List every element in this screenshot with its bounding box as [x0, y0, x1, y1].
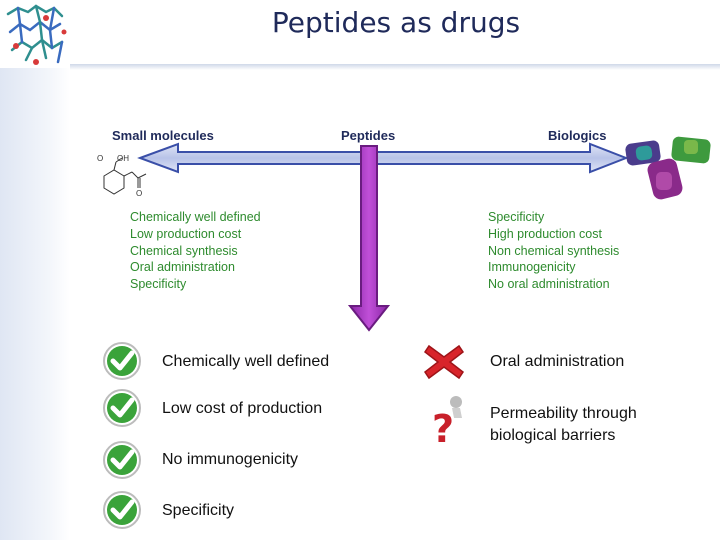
list-item: Chemically well defined — [130, 210, 261, 224]
small-molecules-heading: Small molecules — [112, 128, 214, 143]
list-item: Non chemical synthesis — [488, 243, 620, 258]
list-item: Specificity — [130, 277, 187, 292]
molecule-o-label: O — [136, 189, 142, 198]
list-item: Low production cost — [130, 226, 242, 241]
molecule-oh-label: OH — [117, 154, 129, 163]
checkmark-icon — [103, 491, 141, 529]
peptides-heading: Peptides — [341, 128, 396, 143]
checkmark-icon — [103, 342, 141, 380]
peptides-down-arrow — [347, 145, 391, 332]
list-item: No oral administration — [488, 277, 610, 292]
list-item: Immunogenicity — [488, 260, 576, 275]
advantage-item: No immunogenicity — [162, 451, 299, 468]
list-item: Specificity — [488, 210, 545, 224]
oxygen-atom — [13, 43, 19, 49]
list-item: Oral administration — [130, 260, 235, 275]
title-divider — [70, 64, 720, 70]
question-mark-icon: ? — [432, 396, 462, 448]
advantage-item: Low cost of production — [162, 400, 323, 417]
checkmark-icon — [103, 441, 141, 479]
biologics-heading: Biologics — [548, 128, 607, 143]
oxygen-atom — [61, 29, 67, 35]
checkmark-icon — [103, 389, 141, 427]
svg-text:?: ? — [432, 407, 454, 448]
limitation-item: Permeability through — [490, 405, 637, 422]
cross-icon — [423, 344, 465, 380]
limitation-item: Oral administration — [490, 353, 625, 370]
list-item: High production cost — [488, 226, 602, 241]
molecule-o-label: O — [97, 154, 103, 163]
left-decorative-strip — [0, 68, 70, 540]
antibody-icon — [625, 136, 711, 200]
advantage-item: Chemically well defined — [162, 353, 330, 370]
advantage-item: Specificity — [162, 502, 235, 519]
limitation-item: biological barriers — [490, 427, 616, 444]
small-molecule-properties: Chemically well defined Low production c… — [130, 209, 261, 293]
molecule-logo-icon — [6, 4, 67, 65]
oxygen-atom — [33, 59, 39, 65]
small-molecule-structure-icon — [103, 157, 147, 195]
list-item: Chemical synthesis — [130, 243, 238, 258]
page-title: Peptides as drugs — [271, 6, 521, 39]
oxygen-atom — [43, 15, 49, 21]
biologics-properties: Specificity High production cost Non che… — [488, 209, 619, 293]
spectrum-double-arrow — [137, 142, 629, 174]
